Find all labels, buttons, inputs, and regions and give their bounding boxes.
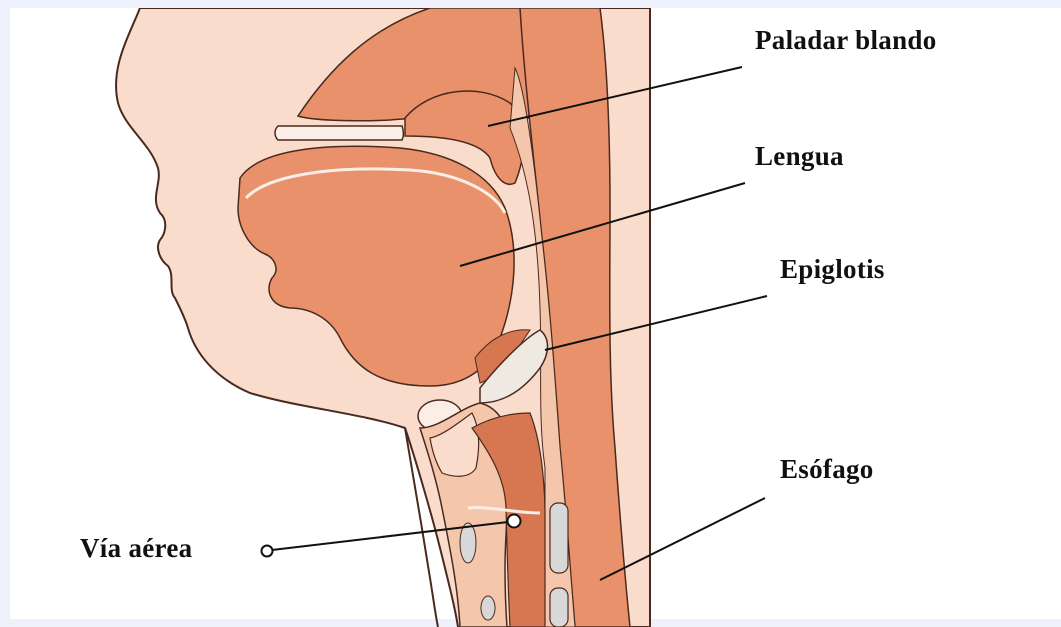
vertebra-upper (550, 503, 568, 573)
label-paladar-blando: Paladar blando (755, 25, 937, 56)
cartilage-ring-1 (460, 523, 476, 563)
vertebra-lower (550, 588, 568, 627)
cartilage-ring-2 (481, 596, 495, 620)
marker-via-start (262, 546, 273, 557)
marker-via-end (508, 515, 521, 528)
label-esofago: Esófago (780, 454, 874, 485)
label-via-aerea: Vía aérea (80, 533, 192, 564)
label-lengua: Lengua (755, 141, 844, 172)
label-epiglotis: Epiglotis (780, 254, 885, 285)
upper-teeth (275, 126, 404, 140)
